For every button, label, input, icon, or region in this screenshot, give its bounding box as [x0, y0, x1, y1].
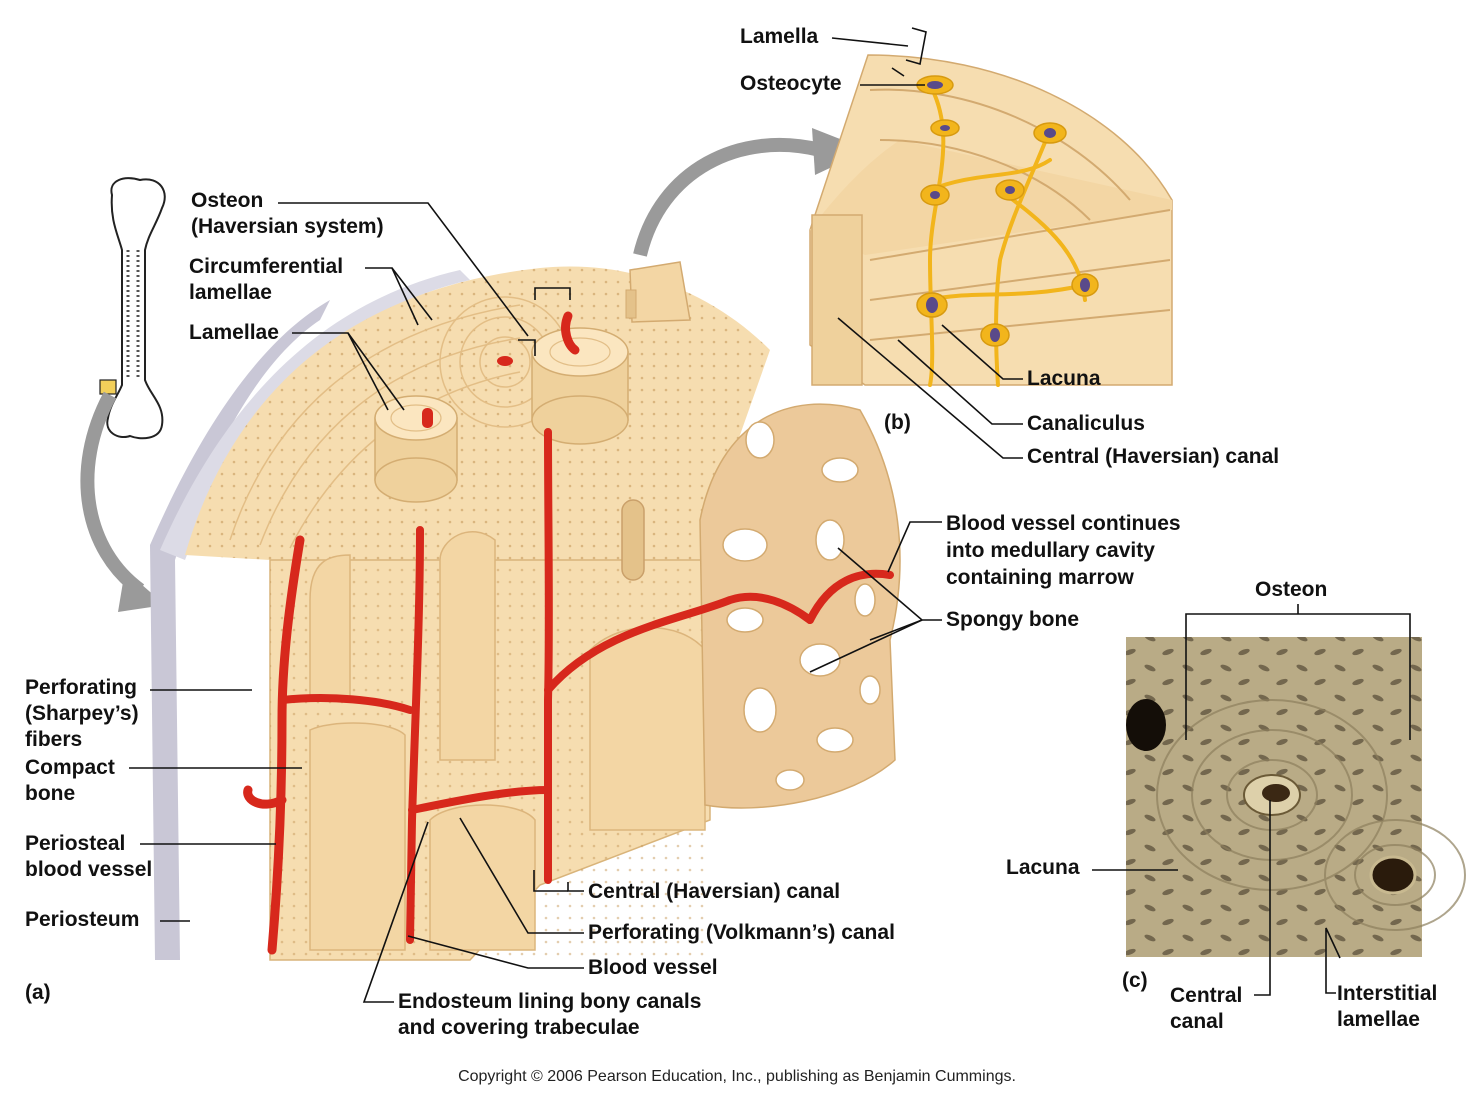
label-interstitial-1: Interstitial	[1337, 982, 1438, 1005]
label-panel-b: (b)	[884, 411, 911, 434]
wedge-sample	[625, 261, 691, 323]
label-periosteal-1: Periosteal	[25, 832, 126, 855]
osteon-cylinder-2	[531, 327, 629, 445]
label-panel-c: (c)	[1122, 969, 1148, 992]
label-osteon: Osteon	[191, 189, 264, 212]
label-interstitial-2: lamellae	[1337, 1008, 1420, 1031]
label-panel-a: (a)	[25, 981, 51, 1004]
label-lacuna-b: Lacuna	[1027, 367, 1101, 390]
label-lacuna-c: Lacuna	[1006, 856, 1080, 879]
label-blood-vessel-continues-3: containing marrow	[946, 566, 1134, 589]
arrow-to-b	[633, 137, 822, 257]
label-canaliculus: Canaliculus	[1027, 412, 1145, 435]
label-periosteal-2: blood vessel	[25, 858, 153, 881]
label-blood-vessel-continues-1: Blood vessel continues	[946, 512, 1181, 535]
copyright-notice: Copyright © 2006 Pearson Education, Inc.…	[458, 1068, 1016, 1085]
label-central-canal-b: Central (Haversian) canal	[1027, 445, 1280, 468]
arrow-to-a	[80, 391, 145, 596]
label-perforating-1: Perforating	[25, 676, 138, 699]
label-blood-vessel-continues-2: into medullary cavity	[946, 539, 1155, 562]
micrograph-c	[1126, 637, 1466, 957]
label-perforating-3: fibers	[25, 728, 83, 751]
label-osteocyte: Osteocyte	[740, 72, 842, 95]
label-central-c-1: Central	[1170, 984, 1243, 1007]
label-central-canal-a: Central (Haversian) canal	[588, 880, 841, 903]
compact-bone-block	[150, 266, 770, 961]
long-bone-icon	[99, 177, 166, 440]
label-spongy-bone: Spongy bone	[946, 608, 1079, 631]
spongy-bone	[699, 403, 901, 809]
label-volkmann-canal: Perforating (Volkmann’s) canal	[588, 921, 895, 944]
label-osteon-c: Osteon	[1255, 578, 1328, 601]
label-endosteum-2: and covering trabeculae	[398, 1016, 640, 1039]
label-haversian-system: (Haversian system)	[191, 215, 384, 238]
label-compact-2: bone	[25, 782, 76, 805]
label-lamella: Lamella	[740, 25, 819, 48]
label-circumferential-lamellae: lamellae	[189, 281, 272, 304]
label-periosteum: Periosteum	[25, 908, 140, 931]
label-circumferential: Circumferential	[189, 255, 344, 278]
leader-lines	[129, 27, 1411, 1003]
blood-vessels	[243, 311, 894, 955]
label-compact-1: Compact	[25, 756, 115, 779]
label-perforating-2: (Sharpey’s)	[25, 702, 139, 725]
label-endosteum-1: Endosteum lining bony canals	[398, 990, 702, 1013]
label-central-c-2: canal	[1170, 1010, 1224, 1033]
label-lamellae: Lamellae	[189, 321, 279, 344]
osteon-cylinder-1	[374, 395, 458, 503]
sample-region-marker	[99, 379, 117, 395]
label-blood-vessel: Blood vessel	[588, 956, 718, 979]
osteon-wedge-b	[809, 54, 1173, 387]
